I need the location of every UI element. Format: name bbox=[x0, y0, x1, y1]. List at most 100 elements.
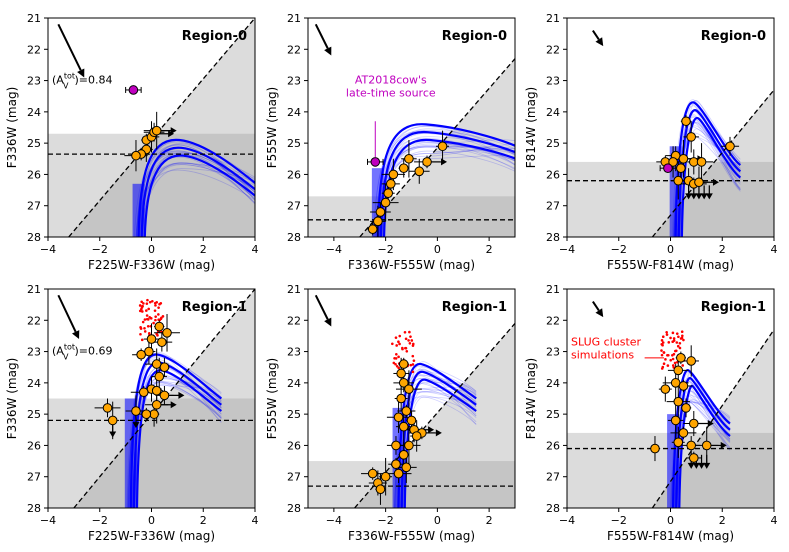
y-tick-label: 26 bbox=[287, 439, 301, 452]
cluster-point bbox=[162, 328, 172, 338]
slug-sim-point bbox=[397, 355, 400, 359]
limit-arrow-head bbox=[178, 391, 185, 399]
plot-area bbox=[48, 289, 255, 508]
extinction-arrow-head bbox=[77, 68, 85, 78]
model-track bbox=[133, 382, 222, 508]
limit-arrow-head bbox=[170, 401, 177, 409]
late-time-source-point bbox=[128, 85, 139, 95]
slug-sim-point bbox=[142, 302, 145, 305]
cluster-point bbox=[678, 381, 689, 391]
cluster-point bbox=[398, 378, 409, 388]
x-tick-label: −4 bbox=[559, 514, 575, 527]
model-track bbox=[141, 152, 255, 237]
slug-sim-point bbox=[145, 309, 148, 312]
y-tick-label: 27 bbox=[27, 471, 41, 484]
slug-sim-point bbox=[140, 307, 143, 311]
slug-sim-point bbox=[664, 358, 667, 361]
x-axis-label: F336W-F555W (mag) bbox=[348, 258, 475, 272]
slug-sim-point bbox=[673, 361, 677, 365]
axes-frame bbox=[307, 288, 516, 509]
x-tick-label: 0 bbox=[667, 243, 674, 256]
slug-sim-point bbox=[671, 354, 674, 357]
slug-sim-point bbox=[665, 333, 669, 336]
cluster-point bbox=[406, 415, 417, 426]
model-track-column bbox=[124, 398, 137, 508]
slug-sim-point bbox=[678, 341, 682, 345]
slug-sim-point bbox=[397, 366, 401, 370]
slug-sim-point bbox=[139, 327, 143, 330]
slug-sim-point bbox=[391, 342, 394, 346]
slug-sim-point bbox=[149, 317, 153, 320]
extinction-arrow bbox=[57, 23, 82, 71]
y-tick-label: 25 bbox=[287, 408, 301, 421]
x-tick-label: −2 bbox=[92, 243, 108, 256]
cluster-point bbox=[694, 177, 704, 188]
cluster-point bbox=[396, 393, 406, 404]
cluster-point bbox=[136, 349, 146, 360]
cluster-point bbox=[388, 169, 399, 180]
y-tick-label: 24 bbox=[546, 106, 560, 119]
plot-area bbox=[567, 289, 774, 508]
cluster-point bbox=[398, 421, 409, 432]
x-tick-label: −2 bbox=[378, 243, 394, 256]
cluster-point bbox=[688, 418, 699, 429]
cluster-point bbox=[159, 390, 170, 401]
extinction-arrow-head bbox=[595, 308, 604, 318]
y-tick-label: 27 bbox=[546, 471, 560, 484]
slug-sim-point bbox=[397, 340, 400, 343]
y-tick-label: 27 bbox=[287, 471, 301, 484]
plot-area bbox=[567, 18, 774, 237]
cluster-point bbox=[154, 371, 165, 382]
cluster-point bbox=[373, 216, 383, 227]
y-tick-label: 21 bbox=[27, 12, 41, 25]
region-label: Region-0 bbox=[701, 29, 766, 44]
region-label: Region-1 bbox=[442, 300, 507, 315]
x-tick-label: −2 bbox=[92, 514, 108, 527]
slug-sim-point bbox=[143, 327, 146, 330]
x-tick-label: −2 bbox=[378, 514, 394, 527]
cluster-point bbox=[681, 403, 691, 413]
cluster-point bbox=[146, 334, 157, 344]
slug-sim-point bbox=[145, 314, 149, 317]
magnitude-shade bbox=[308, 461, 515, 508]
slug-sim-point bbox=[160, 316, 163, 320]
cluster-point bbox=[668, 157, 678, 167]
limit-arrow-head bbox=[170, 127, 177, 135]
limit-arrow-head bbox=[132, 422, 140, 429]
x-tick-label: 2 bbox=[200, 243, 207, 256]
cluster-point bbox=[688, 453, 699, 463]
slug-sim-point bbox=[157, 306, 160, 309]
region-label: Region-0 bbox=[442, 29, 507, 44]
slug-sim-point bbox=[147, 332, 151, 335]
y-tick-label: 25 bbox=[546, 408, 560, 421]
limit-arrow-head bbox=[705, 193, 713, 200]
cluster-point bbox=[398, 163, 409, 173]
slug-sim-point bbox=[682, 338, 685, 342]
y-tick-label: 28 bbox=[27, 231, 41, 244]
slug-sim-point bbox=[676, 344, 680, 348]
color-limit-line bbox=[651, 329, 774, 508]
cluster-point bbox=[383, 188, 394, 198]
x-tick-label: −4 bbox=[326, 243, 342, 256]
slug-sim-point bbox=[394, 362, 397, 366]
y-tick-label: 26 bbox=[27, 168, 41, 181]
slug-sim-point bbox=[404, 346, 408, 350]
slug-sim-point bbox=[411, 363, 415, 366]
x-tick-label: 2 bbox=[719, 514, 726, 527]
model-track bbox=[134, 370, 222, 508]
cluster-point bbox=[131, 406, 141, 416]
cluster-point bbox=[650, 443, 660, 454]
slug-sim-point bbox=[411, 370, 415, 374]
x-axis-label: F336W-F555W (mag) bbox=[348, 529, 475, 543]
y-tick-label: 23 bbox=[27, 346, 41, 359]
slug-sim-point bbox=[681, 334, 684, 338]
slug-sim-point bbox=[147, 307, 151, 311]
slug-sim-point bbox=[675, 332, 679, 335]
slug-sim-point bbox=[405, 349, 409, 353]
y-tick-label: 24 bbox=[287, 106, 301, 119]
region-label: Region-1 bbox=[701, 300, 766, 315]
slug-sim-point bbox=[661, 343, 664, 347]
slug-sim-point bbox=[145, 302, 149, 305]
